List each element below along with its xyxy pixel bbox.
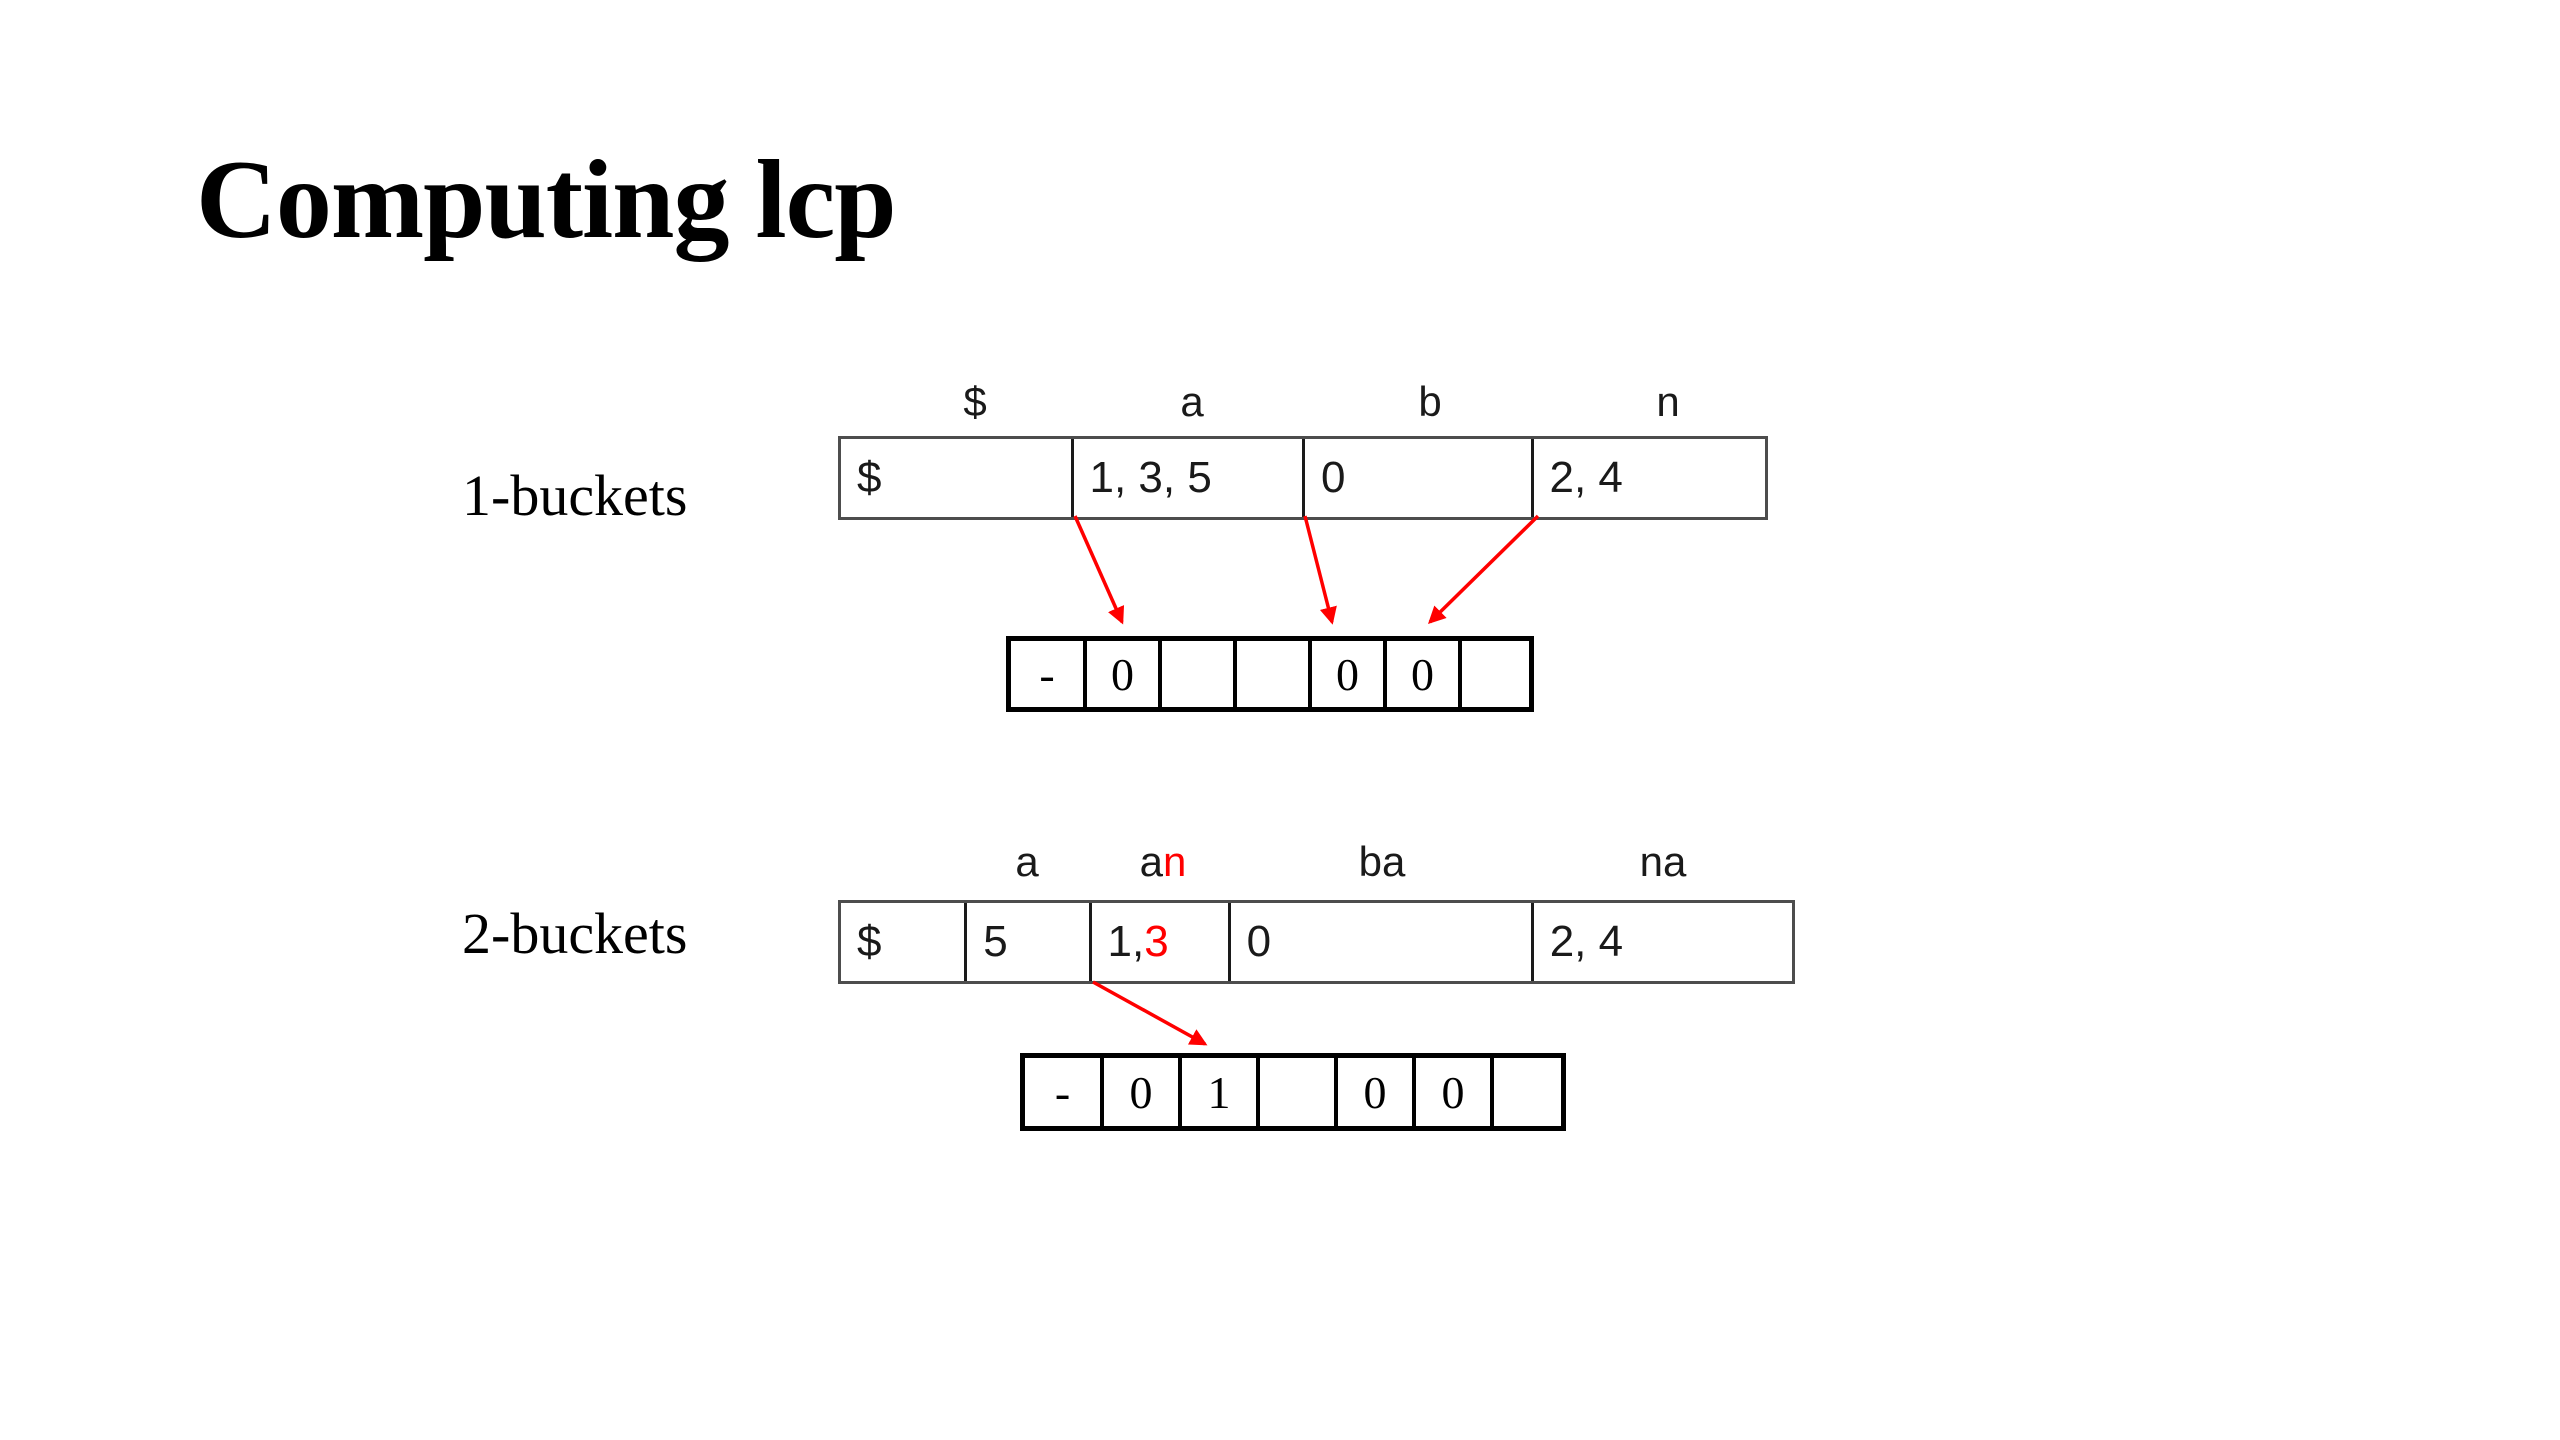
- bucket-cell-2b-2-text: 1,: [1107, 917, 1145, 966]
- arrow-1b-b-to-lcp: [1303, 515, 1337, 625]
- column-header-2b-0: a: [1015, 838, 1038, 886]
- bucket-cell-2b-3[interactable]: 0: [1231, 903, 1534, 981]
- bucket-cell-1b-1[interactable]: 1, 3, 5: [1074, 439, 1305, 517]
- bucket-cell-2b-3-text: 0: [1246, 917, 1272, 966]
- lcp-array-section-1: - 0 0 0: [1006, 636, 1534, 712]
- bucket-table-2-buckets: $ 5 1, 3 0 2, 4: [838, 900, 1795, 984]
- column-header-1b-0: $: [963, 378, 986, 426]
- bucket-cell-2b-2-highlight: 3: [1144, 917, 1169, 966]
- lcp-cell-2-4[interactable]: 0: [1338, 1058, 1416, 1126]
- column-header-2b-2: ba: [1359, 838, 1406, 886]
- lcp-cell-1-4[interactable]: 0: [1312, 641, 1387, 707]
- lcp-cell-1-3[interactable]: [1237, 641, 1312, 707]
- bucket-cell-1b-0-text: $: [857, 453, 882, 502]
- lcp-cell-1-5[interactable]: 0: [1387, 641, 1462, 707]
- column-header-2b-2-text: ba: [1358, 838, 1406, 885]
- column-header-1b-0-text: $: [963, 378, 987, 425]
- lcp-cell-2-1[interactable]: 0: [1104, 1058, 1182, 1126]
- arrow-2b-an-to-lcp: [1092, 980, 1208, 1046]
- bucket-cell-2b-1[interactable]: 5: [967, 903, 1092, 981]
- lcp-cell-1-0[interactable]: -: [1011, 641, 1087, 707]
- bucket-cell-1b-2-text: 0: [1321, 453, 1346, 502]
- lcp-cell-1-1[interactable]: 0: [1087, 641, 1162, 707]
- bucket-cell-1b-0[interactable]: $: [841, 439, 1074, 517]
- lcp-cell-2-3[interactable]: [1260, 1058, 1338, 1126]
- column-header-2b-0-text: a: [1015, 838, 1039, 885]
- bucket-cell-2b-0[interactable]: $: [841, 903, 968, 981]
- row-label-2-buckets: 2-buckets: [462, 901, 688, 966]
- lcp-cell-1-2[interactable]: [1162, 641, 1237, 707]
- bucket-cell-2b-4-text: 2, 4: [1549, 917, 1624, 966]
- column-header-2b-1-highlight: n: [1163, 838, 1187, 885]
- bucket-cell-1b-3-text: 2, 4: [1549, 453, 1623, 502]
- lcp-cell-2-0[interactable]: -: [1025, 1058, 1104, 1126]
- bucket-cell-1b-1-text: 1, 3, 5: [1089, 453, 1212, 502]
- bucket-cell-2b-4[interactable]: 2, 4: [1534, 903, 1792, 981]
- arrow-1b-a-to-lcp: [1073, 515, 1125, 625]
- column-header-1b-1: a: [1180, 378, 1203, 426]
- page-title: Computing lcp: [196, 138, 897, 262]
- column-header-2b-3-text: na: [1639, 838, 1687, 885]
- lcp-array-section-2: - 0 1 0 0: [1020, 1053, 1566, 1131]
- column-header-1b-2: b: [1418, 378, 1441, 426]
- bucket-cell-1b-3[interactable]: 2, 4: [1534, 439, 1765, 517]
- bucket-cell-2b-2[interactable]: 1, 3: [1092, 903, 1231, 981]
- column-header-2b-1-text: a: [1139, 838, 1163, 885]
- lcp-cell-2-6[interactable]: [1494, 1058, 1561, 1126]
- column-header-1b-1-text: a: [1180, 378, 1204, 425]
- column-header-1b-2-text: b: [1418, 378, 1442, 425]
- lcp-cell-1-6[interactable]: [1462, 641, 1529, 707]
- bucket-table-1-buckets: $ 1, 3, 5 0 2, 4: [838, 436, 1768, 520]
- bucket-cell-2b-0-text: $: [857, 917, 882, 966]
- column-header-2b-3: na: [1640, 838, 1687, 886]
- arrow-1b-n-to-lcp: [1428, 514, 1540, 624]
- column-header-2b-1: an: [1140, 838, 1187, 886]
- column-header-1b-3-text: n: [1656, 378, 1680, 425]
- column-header-1b-3: n: [1656, 378, 1679, 426]
- bucket-cell-1b-2[interactable]: 0: [1305, 439, 1534, 517]
- lcp-cell-2-5[interactable]: 0: [1416, 1058, 1494, 1126]
- lcp-cell-2-2[interactable]: 1: [1182, 1058, 1260, 1126]
- bucket-cell-2b-1-text: 5: [983, 917, 1008, 966]
- row-label-1-buckets: 1-buckets: [462, 463, 688, 528]
